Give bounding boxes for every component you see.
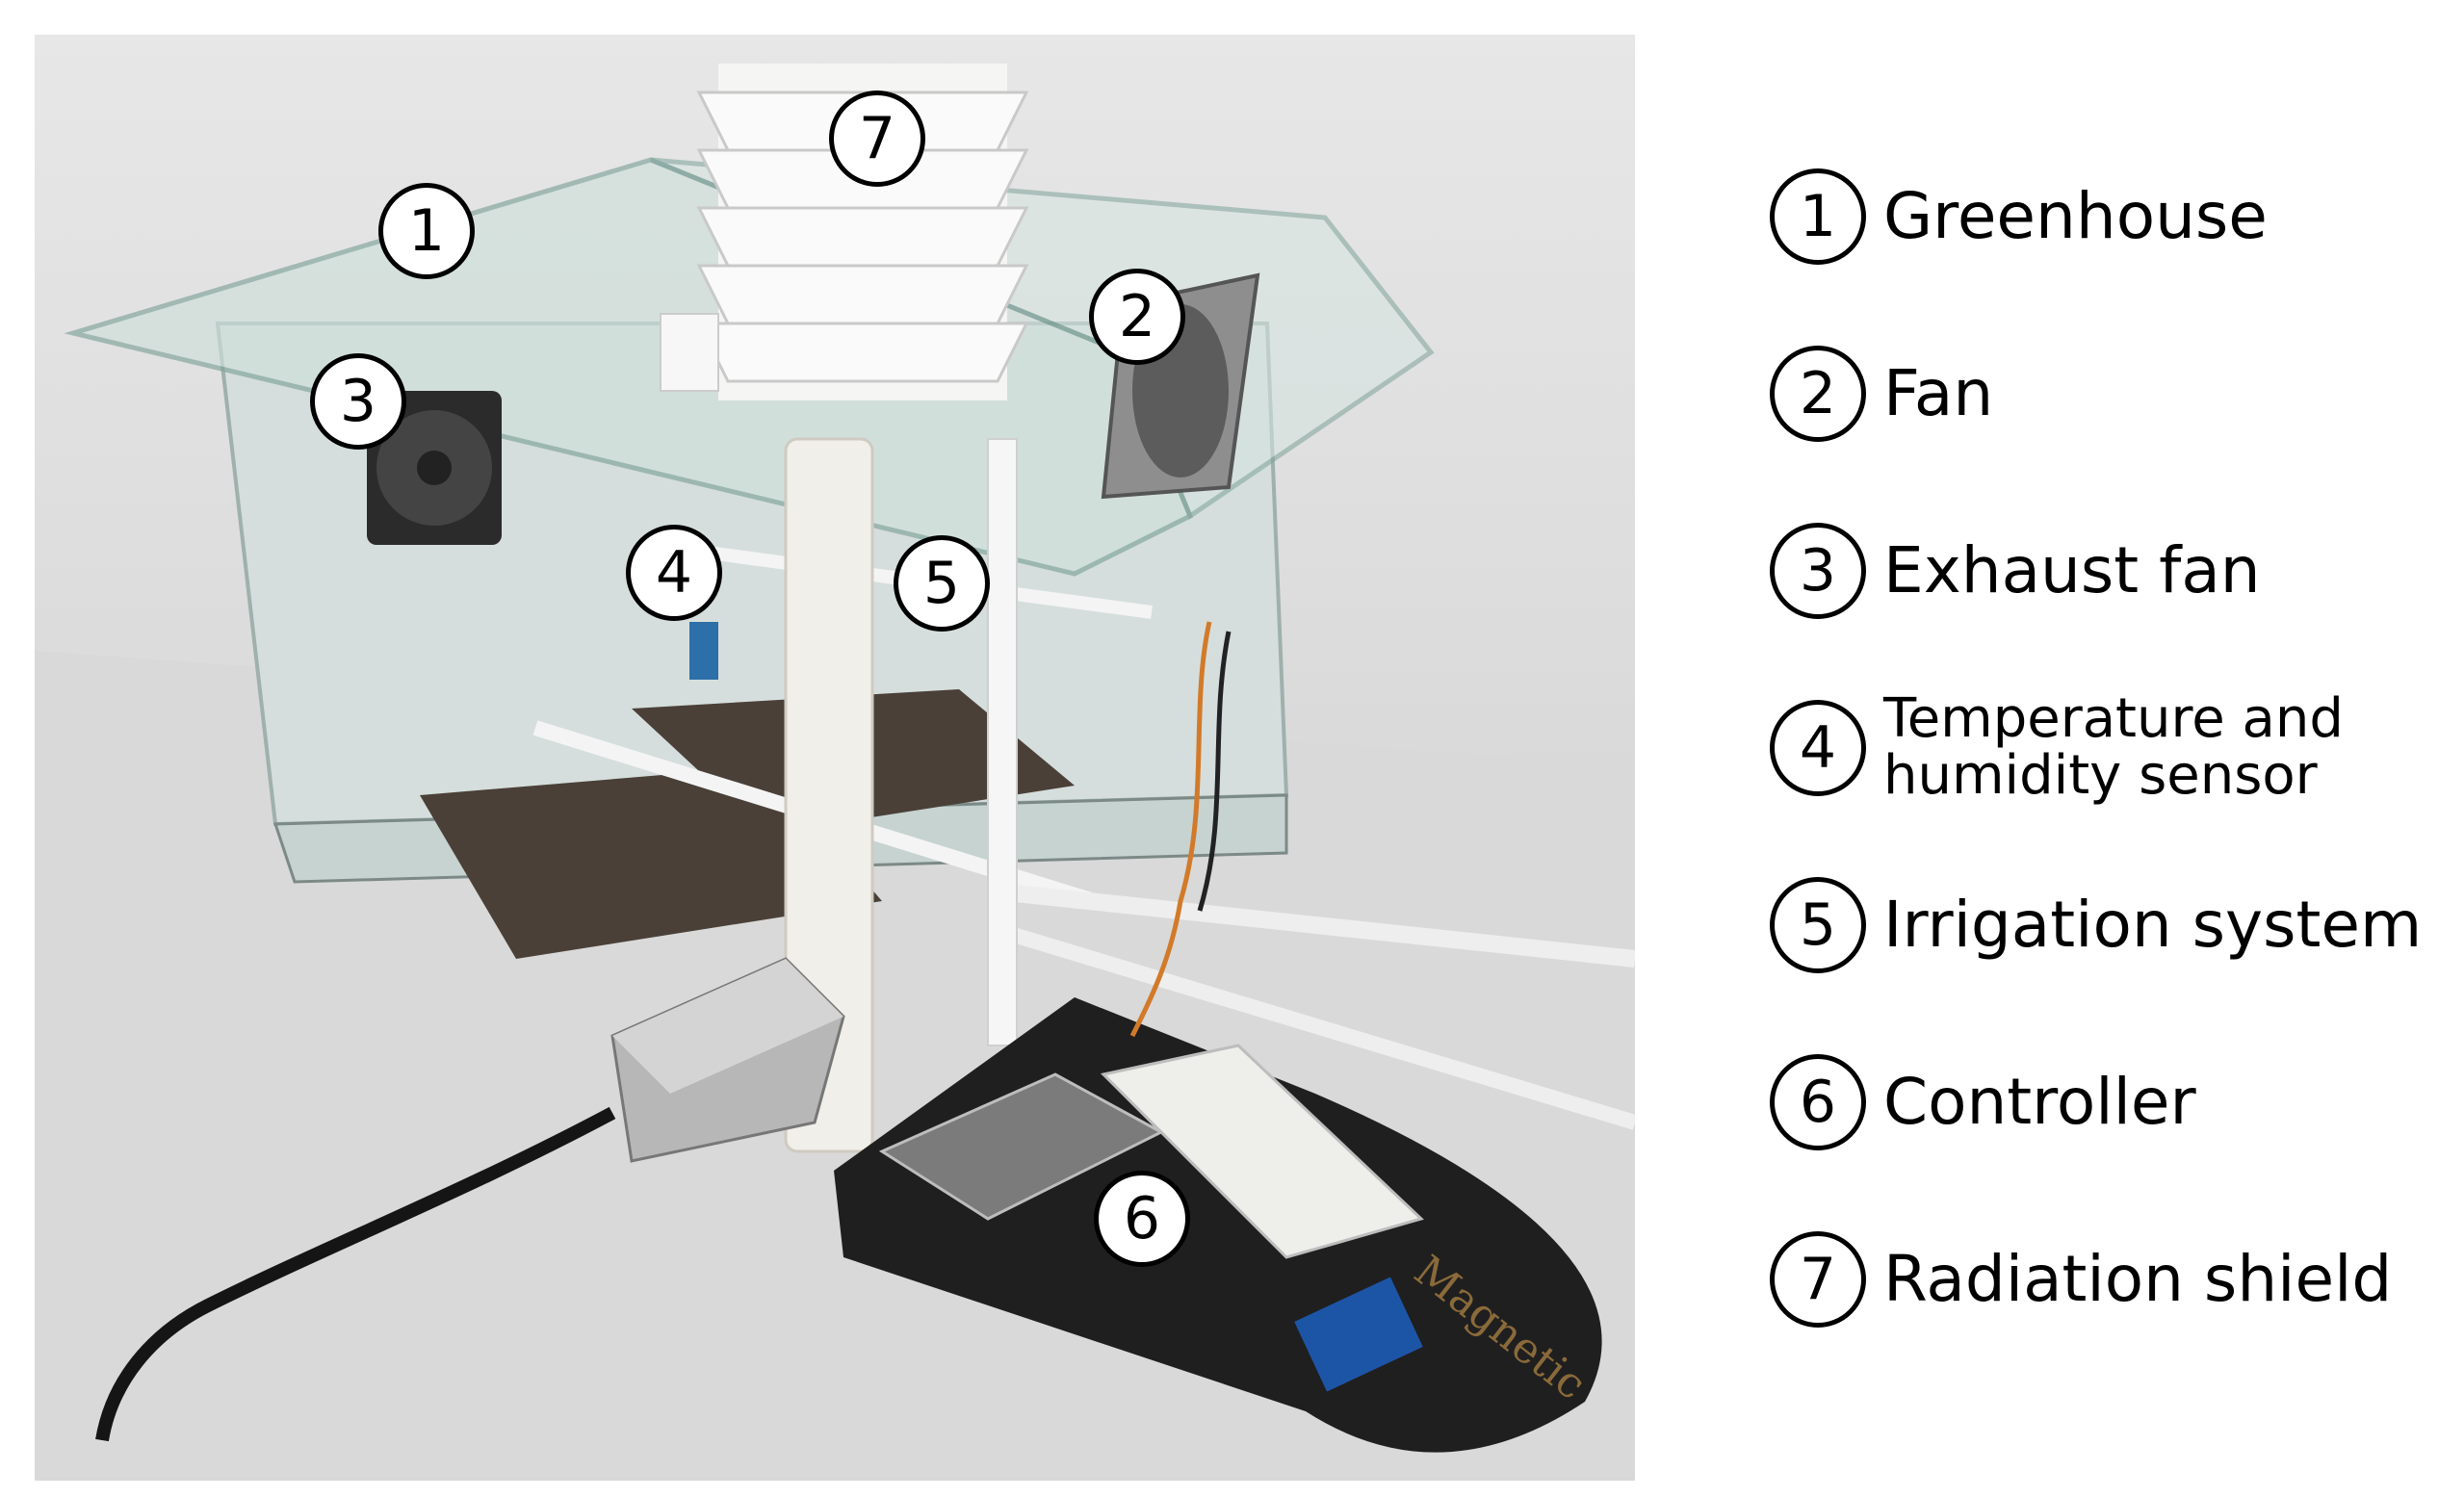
legend-number-3: 3 <box>1770 523 1866 619</box>
legend-number-7: 7 <box>1770 1231 1866 1328</box>
greenhouse-photo: Magnetic 7 1 2 3 4 5 6 <box>35 35 1635 1481</box>
callout-7-radiation-shield: 7 <box>829 90 925 187</box>
callout-1-greenhouse: 1 <box>378 183 475 279</box>
callout-4-sensor: 4 <box>626 525 722 621</box>
soil-tray-front <box>420 766 882 959</box>
legend-item-exhaust-fan: 3 Exhaust fan <box>1770 523 2261 619</box>
legend-item-sensor: 4 Temperature and humidity sensor <box>1770 690 2423 804</box>
legend-item-irrigation: 5 Irrigation system <box>1770 877 2422 973</box>
legend-label-exhaust-fan: Exhaust fan <box>1883 533 2261 607</box>
legend-number-1: 1 <box>1770 168 1866 265</box>
legend-item-greenhouse: 1 Greenhouse <box>1770 168 2268 265</box>
legend-number-4: 4 <box>1770 700 1866 796</box>
sensor-module <box>689 622 718 680</box>
power-cable <box>95 1106 616 1442</box>
power-supply-icon <box>610 957 845 1163</box>
callout-3-exhaust-fan: 3 <box>310 353 406 450</box>
legend-number-5: 5 <box>1770 877 1866 973</box>
legend-label-radiation-shield: Radiation shield <box>1883 1242 2393 1316</box>
legend-item-fan: 2 Fan <box>1770 346 1993 442</box>
legend-label-greenhouse: Greenhouse <box>1883 179 2268 253</box>
controller-board-icon <box>878 1044 1424 1259</box>
exhaust-fan-icon <box>367 391 502 545</box>
callout-2-fan: 2 <box>1089 269 1185 365</box>
legend-number-2: 2 <box>1770 346 1866 442</box>
legend-item-controller: 6 Controller <box>1770 1054 2196 1150</box>
legend-label-controller: Controller <box>1883 1065 2196 1139</box>
callout-5-irrigation: 5 <box>894 535 990 632</box>
legend-label-fan: Fan <box>1883 356 1994 430</box>
legend-label-sensor: Temperature and humidity sensor <box>1883 687 2344 807</box>
legend-item-radiation-shield: 7 Radiation shield <box>1770 1231 2392 1328</box>
legend-number-6: 6 <box>1770 1054 1866 1150</box>
callout-6-controller: 6 <box>1094 1171 1190 1267</box>
greenhouse-scene: Magnetic <box>35 64 1635 1481</box>
relay-module-icon <box>1294 1277 1423 1392</box>
legend-label-irrigation: Irrigation system <box>1883 888 2423 962</box>
